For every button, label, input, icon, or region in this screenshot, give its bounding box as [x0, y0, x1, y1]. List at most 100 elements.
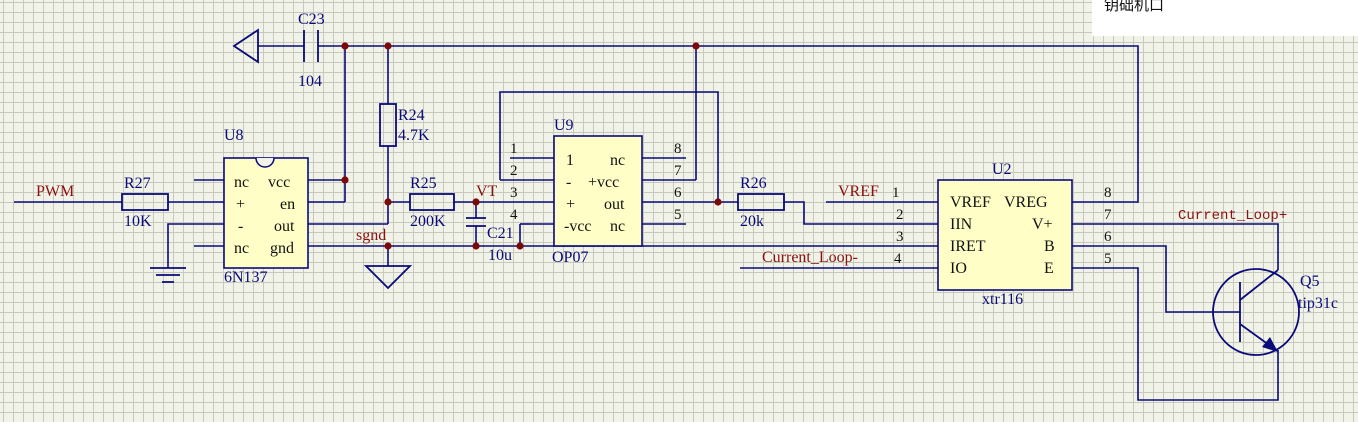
q5-ref: Q5 [1300, 273, 1320, 290]
u2-pin-number: 7 [1104, 207, 1112, 223]
ic-u8: U8 6N137 nc + - nc vcc en out gnd [223, 127, 309, 286]
wire-top-rail [318, 45, 1139, 203]
u9-pin-number: 1 [510, 141, 518, 157]
u9-part: OP07 [552, 249, 588, 266]
resistor-r25: R25 200K [409, 175, 455, 230]
c23-ground-symbol [232, 28, 259, 64]
u9-pin-number: 3 [510, 185, 518, 201]
wire-r26-iin [784, 201, 938, 225]
u8-part: 6N137 [224, 269, 268, 286]
u8-left-pin-label: nc [234, 240, 249, 257]
wire-v-plus [1072, 223, 1279, 270]
u9-left-label: + [566, 196, 575, 213]
resistor-r26: R26 20k [737, 175, 785, 230]
u8-left-pin-label: + [236, 196, 245, 213]
r26-value: 20k [740, 213, 764, 230]
u8-ref: U8 [224, 127, 244, 144]
u9-pin-number: 4 [510, 207, 518, 223]
u2-left-label: IIN [950, 216, 973, 233]
wire-feedback [499, 91, 719, 202]
u8-left-pin-label: - [238, 218, 243, 235]
net-label-sgnd: sgnd [356, 227, 386, 244]
u9-pin-number: 7 [674, 163, 682, 179]
u8-right-pin-label: en [280, 196, 295, 213]
junction-dot [341, 42, 349, 50]
capacitor-c23: C23 104 [298, 11, 325, 90]
u8-left-pin-label: nc [234, 174, 249, 191]
wire-u8-ground [167, 223, 224, 268]
u9-pin-number: 2 [510, 163, 518, 179]
u9-ref: U9 [554, 117, 574, 134]
u2-pin-number: 3 [896, 229, 904, 245]
u9-pin-number: 5 [674, 207, 682, 223]
wires [14, 45, 1279, 401]
junction-dot [692, 42, 700, 50]
u2-pin-number: 2 [896, 207, 904, 223]
net-label-vt: VT [476, 183, 498, 200]
u2-pin-number: 8 [1104, 185, 1112, 201]
sgnd-ground-symbol [363, 265, 413, 290]
net-label-current-loop-plus: Current_Loop+ [1178, 208, 1287, 224]
u9-left-label: 1 [566, 152, 574, 169]
r26-ref: R26 [740, 175, 767, 192]
emitter-arrow-icon [1262, 337, 1278, 352]
u9-right-label: +vcc [588, 174, 619, 191]
net-label-vref: VREF [838, 183, 879, 200]
ic-u2: U2 xtr116 1 2 3 4 8 7 6 5 VREF IIN IRET … [892, 161, 1112, 308]
junction-dot [384, 198, 392, 206]
u9-pin-number: 8 [674, 141, 682, 157]
u2-pin-number: 5 [1104, 251, 1112, 267]
u9-right-label: out [604, 196, 625, 213]
junctions [341, 42, 722, 250]
r27-value: 10K [124, 213, 152, 230]
q5-value: tip31c [1298, 295, 1338, 312]
u8-right-pin-label: gnd [270, 240, 294, 257]
u9-right-label: nc [610, 152, 625, 169]
capacitor-c21: C21 10u [466, 217, 514, 264]
u2-pin-number: 1 [892, 185, 900, 201]
r24-value: 4.7K [398, 127, 430, 144]
r25-value: 200K [410, 213, 446, 230]
c21-value: 10u [488, 247, 512, 264]
wire-b [1072, 245, 1240, 313]
junction-dot [384, 42, 392, 50]
resistor-r24: R24 4.7K [379, 103, 430, 147]
u9-right-label: nc [610, 218, 625, 235]
r27-ref: R27 [124, 175, 151, 192]
junction-dot [384, 242, 392, 250]
r25-ref: R25 [410, 175, 437, 192]
u2-pin-number: 4 [894, 251, 902, 267]
u9-pin-number: 6 [674, 185, 682, 201]
u2-right-label: VREG [1004, 194, 1048, 211]
junction-dot [516, 242, 524, 250]
u8-ground-symbol [150, 267, 186, 283]
junction-dot [714, 198, 722, 206]
u2-right-label: E [1044, 260, 1054, 277]
u2-left-label: IRET [950, 238, 986, 255]
r24-ref: R24 [398, 107, 425, 124]
u2-pin-number: 6 [1104, 229, 1112, 245]
c21-ref: C21 [487, 225, 514, 242]
u2-left-label: IO [950, 260, 967, 277]
u9-left-label: -vcc [564, 218, 592, 235]
c23-ref: C23 [298, 11, 325, 28]
c23-value: 104 [298, 73, 322, 90]
ic-u9: U9 OP07 1 2 3 4 8 7 6 5 1 - + -vcc nc +v… [510, 117, 682, 266]
u2-right-label: V+ [1032, 216, 1053, 233]
u9-left-label: - [566, 174, 571, 191]
junction-dot [341, 176, 349, 184]
net-labels: PWM VT sgnd VREF Current_Loop- Current_L… [36, 183, 1287, 266]
u2-ref: U2 [992, 161, 1012, 178]
resistor-r27: R27 10K [121, 175, 169, 230]
u2-part: xtr116 [982, 291, 1023, 308]
wire-e [1072, 267, 1279, 401]
corner-note: 钥础机口 [1104, 0, 1165, 14]
net-label-pwm: PWM [36, 183, 74, 200]
junction-dot [472, 198, 480, 206]
corner-note-box: 钥础机口 [1092, 0, 1358, 36]
u2-left-label: VREF [950, 194, 991, 211]
net-label-current-loop-minus: Current_Loop- [762, 249, 858, 266]
junction-dot [472, 242, 480, 250]
